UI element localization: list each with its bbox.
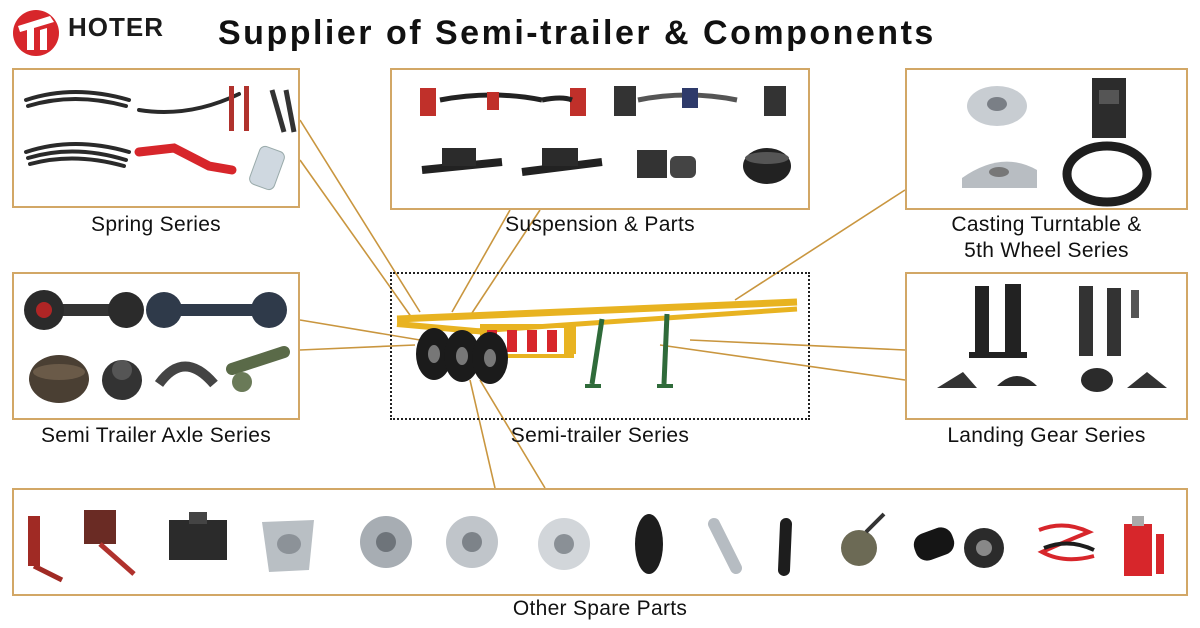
- turntable-box[interactable]: [905, 68, 1188, 210]
- brand-logo: [10, 8, 66, 58]
- axle-parts-image: [24, 290, 290, 403]
- spring-parts-image: [24, 86, 297, 191]
- suspension-parts-image: [420, 86, 791, 184]
- turntable-label-line1: Casting Turntable &: [951, 213, 1142, 236]
- semi-trailer-label: Semi-trailer Series: [510, 424, 690, 447]
- brand-name: HOTER: [68, 12, 164, 42]
- spring-series-box[interactable]: [12, 68, 300, 208]
- semi-trailer-box[interactable]: [390, 272, 810, 420]
- landing-gear-box[interactable]: [905, 272, 1188, 420]
- landing-gear-label: Landing Gear Series: [947, 424, 1146, 447]
- axle-box[interactable]: [12, 272, 300, 420]
- landing-gear-image: [937, 284, 1167, 392]
- page-title: Supplier of Semi-trailer & Components: [218, 14, 936, 52]
- semi-trailer-image: [396, 298, 798, 388]
- other-spare-parts-label: Other Spare Parts: [512, 597, 688, 620]
- turntable-parts-image: [962, 78, 1152, 207]
- axle-label: Semi Trailer Axle Series: [40, 424, 272, 447]
- other-spare-parts-image: [28, 510, 1164, 583]
- hoter-logo-icon: [13, 10, 59, 56]
- suspension-box[interactable]: [390, 68, 810, 210]
- turntable-label-line2: 5th Wheel Series: [964, 239, 1129, 262]
- suspension-label: Suspension & Parts: [505, 213, 695, 236]
- other-spare-parts-box[interactable]: [12, 488, 1188, 596]
- spring-series-label: Spring Series: [91, 213, 221, 236]
